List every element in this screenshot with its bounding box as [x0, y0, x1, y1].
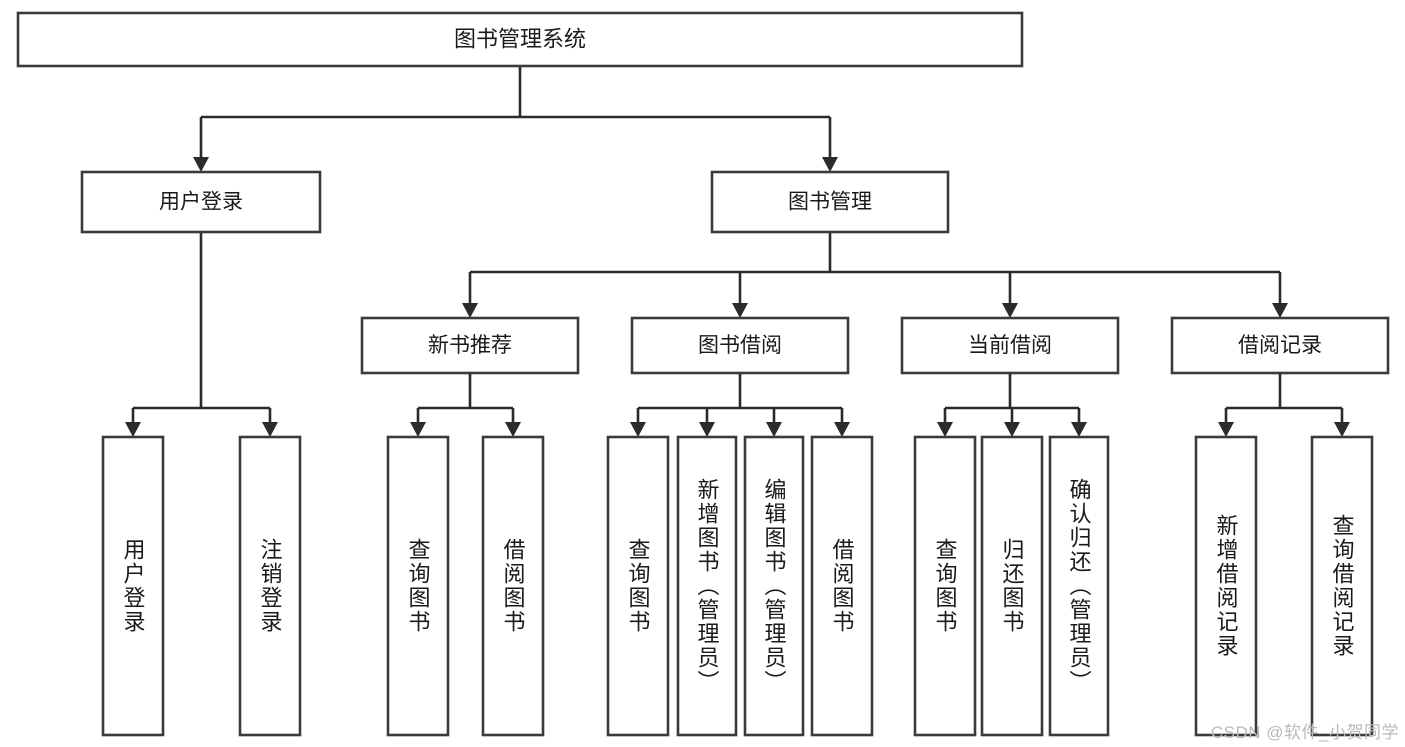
node-box-leaf-query-book-recommend[interactable] — [386, 435, 450, 737]
node-label-new-book-recommend: 新书推荐 — [428, 334, 512, 357]
node-label-root: 图书管理系统 — [454, 26, 586, 51]
node-box-leaf-logout[interactable] — [238, 435, 302, 737]
arrow-to-leaf-logout-arrowhead — [262, 422, 278, 437]
arrow-to-leaf-query-book-recommend-arrowhead — [410, 422, 426, 437]
node-box-leaf-return-book[interactable] — [980, 435, 1044, 737]
node-box-leaf-user-login[interactable] — [101, 435, 165, 737]
node-box-leaf-confirm-return-admin[interactable] — [1048, 435, 1110, 737]
arrow-to-leaf-query-book-borrow-arrowhead — [630, 422, 646, 437]
node-box-leaf-add-book-admin[interactable] — [676, 435, 738, 737]
node-box-root[interactable] — [16, 11, 1024, 68]
arrow-to-leaf-confirm-return-admin-arrowhead — [1071, 422, 1087, 437]
node-label-user-login: 用户登录 — [159, 191, 243, 214]
arrow-to-new-book-recommend-arrowhead — [462, 303, 478, 318]
node-box-leaf-borrow-book[interactable] — [810, 435, 874, 737]
arrow-to-leaf-add-borrow-record-arrowhead — [1218, 422, 1234, 437]
arrow-to-book-management-arrowhead — [822, 157, 838, 172]
arrow-to-current-borrow-arrowhead — [1002, 303, 1018, 318]
node-box-leaf-query-book-current[interactable] — [913, 435, 977, 737]
node-label-book-management: 图书管理 — [788, 191, 872, 214]
node-label-borrow-record: 借阅记录 — [1238, 334, 1322, 357]
node-box-user-login[interactable] — [80, 170, 322, 234]
node-box-new-book-recommend[interactable] — [360, 316, 580, 375]
node-box-borrow-record[interactable] — [1170, 316, 1390, 375]
arrow-to-leaf-query-book-current-arrowhead — [937, 422, 953, 437]
arrow-to-borrow-record-arrowhead — [1272, 303, 1288, 318]
node-box-book-borrow[interactable] — [630, 316, 850, 375]
node-box-book-management[interactable] — [710, 170, 950, 234]
node-box-leaf-query-book-borrow[interactable] — [606, 435, 670, 737]
csdn-watermark: CSDN @软件_小贺同学 — [1210, 723, 1399, 742]
arrow-to-leaf-user-login-arrowhead — [125, 422, 141, 437]
node-box-leaf-add-borrow-record[interactable] — [1194, 435, 1258, 737]
arrow-to-leaf-return-book-arrowhead — [1004, 422, 1020, 437]
arrow-to-leaf-query-borrow-record-arrowhead — [1334, 422, 1350, 437]
node-box-layer — [16, 11, 1390, 737]
node-box-leaf-edit-book-admin[interactable] — [743, 435, 805, 737]
arrow-to-leaf-edit-book-admin-arrowhead — [766, 422, 782, 437]
node-label-current-borrow: 当前借阅 — [968, 334, 1052, 357]
connector-layer — [125, 66, 1350, 437]
node-box-leaf-borrow-book-recommend[interactable] — [481, 435, 545, 737]
arrow-to-book-borrow-arrowhead — [732, 303, 748, 318]
node-label-book-borrow: 图书借阅 — [698, 334, 782, 357]
arrow-to-leaf-add-book-admin-arrowhead — [699, 422, 715, 437]
node-box-leaf-query-borrow-record[interactable] — [1310, 435, 1374, 737]
arrow-to-leaf-borrow-book-arrowhead — [834, 422, 850, 437]
arrow-to-leaf-borrow-book-recommend-arrowhead — [505, 422, 521, 437]
arrow-to-user-login-arrowhead — [193, 157, 209, 172]
node-box-current-borrow[interactable] — [900, 316, 1120, 375]
